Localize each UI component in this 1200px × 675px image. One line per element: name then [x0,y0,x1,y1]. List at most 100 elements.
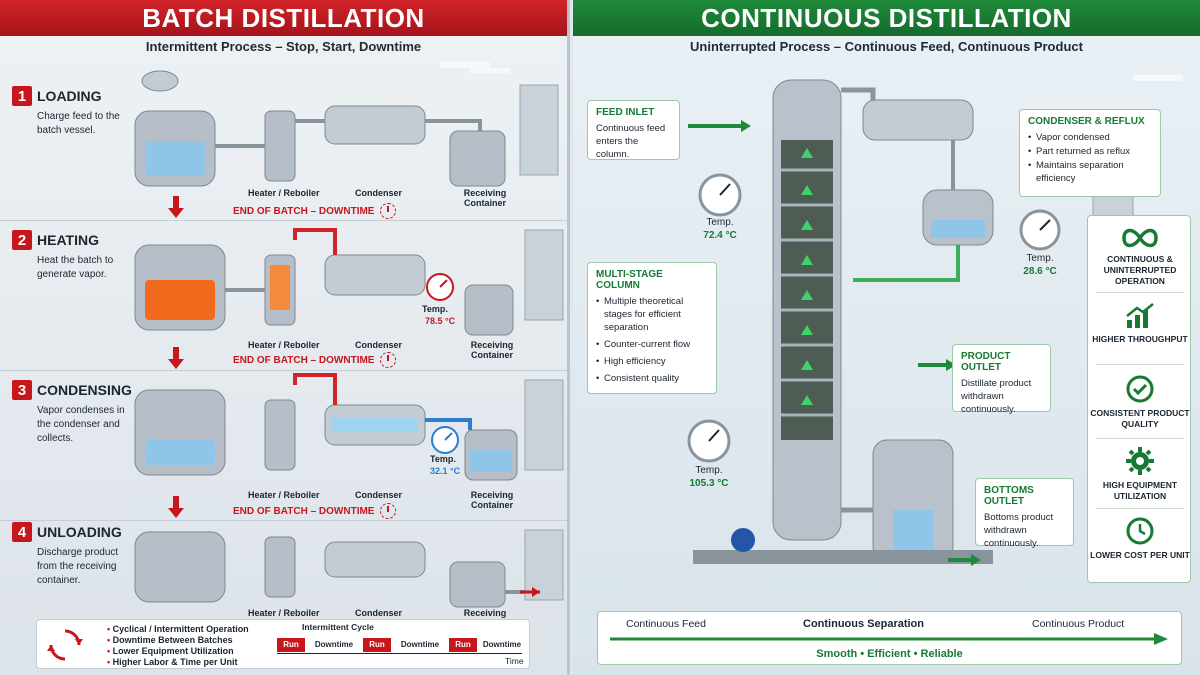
callout-description: Continuous feed enters the column. [596,123,666,160]
step-title: CONDENSING [37,382,132,398]
clock-icon [1126,517,1154,545]
down-arrow-icon [168,496,184,518]
batch-equipment-condensing [134,373,518,481]
list-item: Downtime Between Batches [107,635,249,646]
callout-title: MULTI-STAGE COLUMN [596,269,663,291]
down-arrow-icon [168,347,184,369]
condenser-label: Condenser [355,188,403,198]
batch-step-heating: 2 HEATING Heat the batch to generate vap… [0,228,567,360]
condenser-label: Condenser [355,490,403,500]
multi-stage-column-callout: MULTI-STAGE COLUMN Multiple theoretical … [587,262,717,394]
condenser-label: Condenser [355,608,403,618]
list-item: Counter-current flow [596,338,708,351]
temp-label: Temp. [422,304,448,314]
divider [1096,292,1184,293]
heater-label: Heater / Reboiler [248,490,320,500]
batch-step-condensing: 3 CONDENSING Vapor condenses in the cond… [0,373,567,510]
callout-description: Bottoms product withdrawn continuously. [984,512,1054,549]
divider [0,370,567,371]
batch-equipment-heating [134,228,514,336]
batch-equipment-loading [134,70,506,187]
temperature-gauge [426,273,454,301]
receiving-label: Receiving Container [470,340,514,360]
temp-label: Temp. [695,465,723,476]
end-of-batch-label: END OF BATCH – DOWNTIME [233,506,375,517]
batch-subtitle: Intermittent Process – Stop, Start, Down… [145,39,422,54]
batch-equipment-unloading [134,531,540,608]
batch-summary: Cyclical / Intermittent Operation Downti… [36,619,530,669]
continuous-subtitle: Uninterrupted Process – Continuous Feed,… [690,39,1083,54]
benefit-text: CONTINUOUS & UNINTERRUPTED OPERATION [1103,254,1177,286]
divider [1096,508,1184,509]
clock-icon [380,503,396,519]
check-circle-icon [1126,375,1154,403]
flow-product-label: Continuous Product [1032,618,1125,630]
temp-value: 105.3 °C [689,478,729,489]
temp-readout: Temp. 28.6 °C [1020,252,1060,278]
condenser-reflux-callout: CONDENSER & REFLUX Vapor condensed Part … [1019,109,1161,197]
continuous-title: CONTINUOUS DISTILLATION [573,0,1200,36]
step-number: 3 [12,380,32,400]
temp-value: 28.6 °C [1023,266,1057,277]
flow-tagline: Smooth • Efficient • Reliable [816,648,963,660]
heater-label: Heater / Reboiler [248,608,320,618]
divider [1096,438,1184,439]
list-item: Maintains separation efficiency [1028,159,1152,185]
clock-icon [380,352,396,368]
step-title: HEATING [37,232,99,248]
column-trays [781,168,833,417]
divider [0,220,567,221]
cycle-title: Intermittent Cycle [302,622,374,632]
benefit-item: CONSISTENT PRODUCT QUALITY [1088,374,1192,430]
flow-separation-label: Continuous Separation [803,618,924,630]
temperature-gauge [431,426,459,454]
benefit-item: HIGHER THROUGHPUT [1088,302,1192,345]
temp-readout: Temp. 105.3 °C [686,464,732,490]
end-of-batch-label: END OF BATCH – DOWNTIME [233,206,375,217]
step-number: 2 [12,230,32,250]
batch-panel: BATCH DISTILLATION Intermittent Process … [0,0,570,675]
receiving-label: Receiving Container [470,490,514,510]
step-number: 1 [12,86,32,106]
down-arrow-icon [168,196,184,218]
list-item: Cyclical / Intermittent Operation [107,624,249,635]
temperature-gauge [687,419,731,463]
growth-chart-icon [1126,303,1154,328]
benefit-text: LOWER COST PER UNIT [1090,550,1190,560]
batch-drawbacks-list: Cyclical / Intermittent Operation Downti… [107,624,249,668]
benefit-text: HIGH EQUIPMENT UTILIZATION [1102,480,1178,501]
step-description: Charge feed to the batch vessel. [37,111,120,136]
batch-step-unloading: 4 UNLOADING Discharge product from the r… [0,522,567,628]
temp-label: Temp. [1026,253,1054,264]
list-item: Consistent quality [596,372,708,385]
benefit-item: HIGH EQUIPMENT UTILIZATION [1088,446,1192,502]
batch-step-loading: 1 LOADING Charge feed to the batch vesse… [0,70,567,216]
benefit-text: CONSISTENT PRODUCT QUALITY [1090,408,1190,429]
run-block: Run [363,638,391,652]
step-number: 4 [12,522,32,542]
callout-title: BOTTOMS OUTLET [984,485,1034,507]
run-block: Run [277,638,305,652]
continuous-flow-bar: Continuous Feed Continuous Separation Co… [597,611,1182,665]
receiving-label: Receiving Container [463,188,507,208]
room-background [440,62,564,601]
temperature-gauge [1019,209,1061,251]
flow-feed-label: Continuous Feed [626,618,706,630]
product-outlet-callout: PRODUCT OUTLET Distillate product withdr… [952,344,1051,415]
callout-title: CONDENSER & REFLUX [1028,116,1145,127]
list-item: Lower Equipment Utilization [107,646,249,657]
batch-title: BATCH DISTILLATION [0,0,567,36]
step-description: Vapor condenses in the condenser and col… [37,405,125,444]
condenser-label: Condenser [355,340,403,350]
temp-value: 78.5 °C [425,316,456,326]
list-item: Multiple theoretical stages for efficien… [596,295,708,334]
time-axis [277,653,522,654]
benefit-text: HIGHER THROUGHPUT [1092,334,1188,344]
clock-icon [380,203,396,219]
callout-description: Distillate product withdrawn continuousl… [961,378,1032,415]
vapor-up-arrows [801,148,813,405]
temp-value: 32.1 °C [430,466,461,476]
benefit-item: CONTINUOUS & UNINTERRUPTED OPERATION [1088,226,1192,287]
list-item: Part returned as reflux [1028,145,1152,158]
step-description: Discharge product from the receiving con… [37,547,119,586]
